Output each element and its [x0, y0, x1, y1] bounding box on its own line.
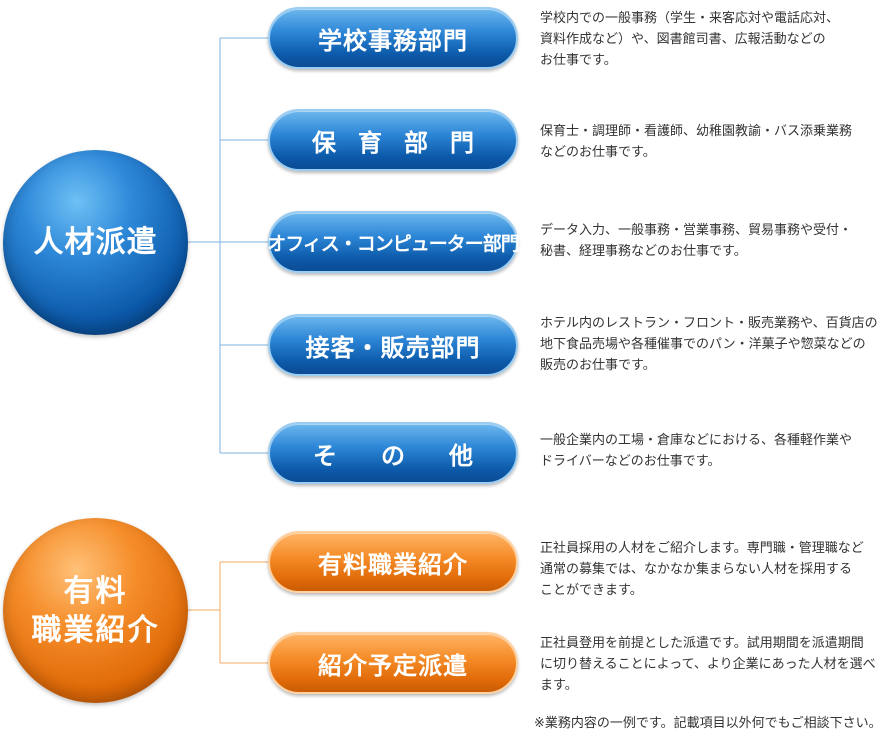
department-label: オフィス・コンピューター部門: [267, 232, 520, 255]
department-childcare-pill: 保育部門: [268, 109, 518, 171]
service-label: 有料職業紹介: [318, 550, 468, 579]
department-school-office-description: 学校内での一般事務（学生・来客応対や電話応対、 資料作成など）や、図書館司書、広…: [540, 11, 840, 68]
placement-category-circle: 有料 職業紹介: [3, 518, 188, 703]
footnote: ※業務内容の一例です。記載項目以外何でもご相談下さい。: [534, 716, 882, 731]
service-label: 紹介予定派遣: [318, 651, 468, 680]
department-other-description: 一般企業内の工場・倉庫などにおける、各種軽作業や ドライバーなどのお仕事です。: [540, 433, 853, 469]
service-temp-to-perm-pill: 紹介予定派遣: [268, 632, 518, 694]
service-paid-placement-description: 正社員採用の人材をご紹介します。専門職・管理職など 通常の募集では、なかなか集ま…: [540, 541, 864, 598]
department-hospitality-sales-description: ホテル内のレストラン・フロント・販売業務や、百貨店の 地下食品売場や各種催事での…: [540, 316, 878, 373]
department-office-computer-description: データ入力、一般事務・営業事務、貿易事務や受付・ 秘書、経理事務などのお仕事です…: [540, 223, 853, 259]
department-label: 保育部門: [312, 128, 496, 157]
service-paid-placement-pill: 有料職業紹介: [268, 531, 518, 593]
department-school-office-pill: 学校事務部門: [268, 7, 518, 69]
department-other-pill: その他: [268, 422, 518, 484]
department-label: その他: [313, 441, 517, 470]
service-temp-to-perm-description: 正社員登用を前提とした派遣です。試用期間を派遣期間 に切り替えることによって、よ…: [540, 636, 876, 693]
department-childcare-description: 保育士・調理師・看護師、幼稚園教諭・バス添乗業務 などのお仕事です。: [540, 124, 853, 160]
department-hospitality-sales-pill: 接客・販売部門: [268, 314, 518, 376]
dispatch-category-title: 人材派遣: [33, 225, 158, 260]
dispatch-category-circle: 人材派遣: [3, 150, 188, 335]
department-label: 接客・販売部門: [305, 333, 481, 362]
department-office-computer-pill: オフィス・コンピューター部門: [267, 211, 520, 273]
department-label: 学校事務部門: [318, 26, 468, 55]
placement-category-title: 有料 職業紹介: [31, 573, 160, 648]
